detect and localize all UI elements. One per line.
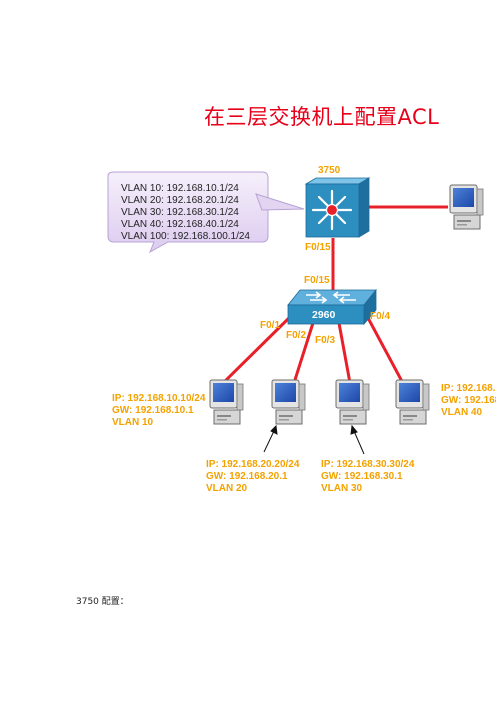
host-pc-vlan20: [271, 379, 306, 425]
host2-vlan: VLAN 20: [206, 483, 248, 494]
host1-vlan: VLAN 10: [112, 417, 154, 428]
host1-ip: IP: 192.168.10.10/24: [112, 393, 206, 404]
host-pc-vlan10: [209, 379, 244, 425]
vlan-line-5: VLAN 100: 192.168.100.1/24: [121, 231, 250, 242]
host4-ip: IP: 192.168.: [441, 383, 496, 394]
vlan-callout: VLAN 10: 192.168.10.1/24 VLAN 20: 192.16…: [107, 171, 305, 254]
server-pc: [449, 184, 484, 230]
vlan-line-3: VLAN 30: 192.168.30.1/24: [121, 207, 239, 218]
switch-3750: 3750 F0/15: [304, 165, 371, 253]
pointer-arrows: [263, 424, 365, 455]
host-labels: IP: 192.168.10.10/24 GW: 192.168.10.1 VL…: [112, 383, 496, 494]
vlan-line-4: VLAN 40: 192.168.40.1/24: [121, 219, 239, 230]
vlan-line-2: VLAN 20: 192.168.20.1/24: [121, 195, 239, 206]
port-f0-2: F0/2: [286, 330, 306, 341]
link-2960-pc2: [292, 322, 315, 384]
host1-gw: GW: 192.168.10.1: [112, 405, 194, 416]
switch-3750-label: 3750: [318, 165, 341, 176]
host3-ip: IP: 192.168.30.30/24: [321, 459, 415, 470]
port-f0-4: F0/4: [370, 311, 390, 322]
vlan-line-1: VLAN 10: 192.168.10.1/24: [121, 183, 239, 194]
host4-vlan: VLAN 40: [441, 407, 483, 418]
host3-vlan: VLAN 30: [321, 483, 363, 494]
switch-2960-label: 2960: [312, 309, 336, 321]
switch-3750-port: F0/15: [305, 242, 331, 253]
switch-2960-uplink-port: F0/15: [304, 275, 330, 286]
host4-gw: GW: 192.168: [441, 395, 496, 406]
config-caption: 3750 配置：: [76, 597, 129, 607]
host2-ip: IP: 192.168.20.20/24: [206, 459, 300, 470]
host3-gw: GW: 192.168.30.1: [321, 471, 403, 482]
switch-2960: 2960 F0/15 F0/1 F0/2 F0/3 F0/4: [260, 275, 390, 346]
diagram-title: 在三层交换机上配置ACL: [204, 105, 440, 129]
host-pc-vlan30: [335, 379, 370, 425]
link-2960-pc4: [365, 315, 407, 388]
port-f0-3: F0/3: [315, 335, 335, 346]
link-2960-pc3: [337, 322, 352, 384]
network-links: [216, 205, 448, 390]
port-f0-1: F0/1: [260, 320, 280, 331]
host-pc-vlan40: [395, 379, 430, 425]
link-2960-pc1: [216, 315, 292, 390]
host2-gw: GW: 192.168.20.1: [206, 471, 288, 482]
